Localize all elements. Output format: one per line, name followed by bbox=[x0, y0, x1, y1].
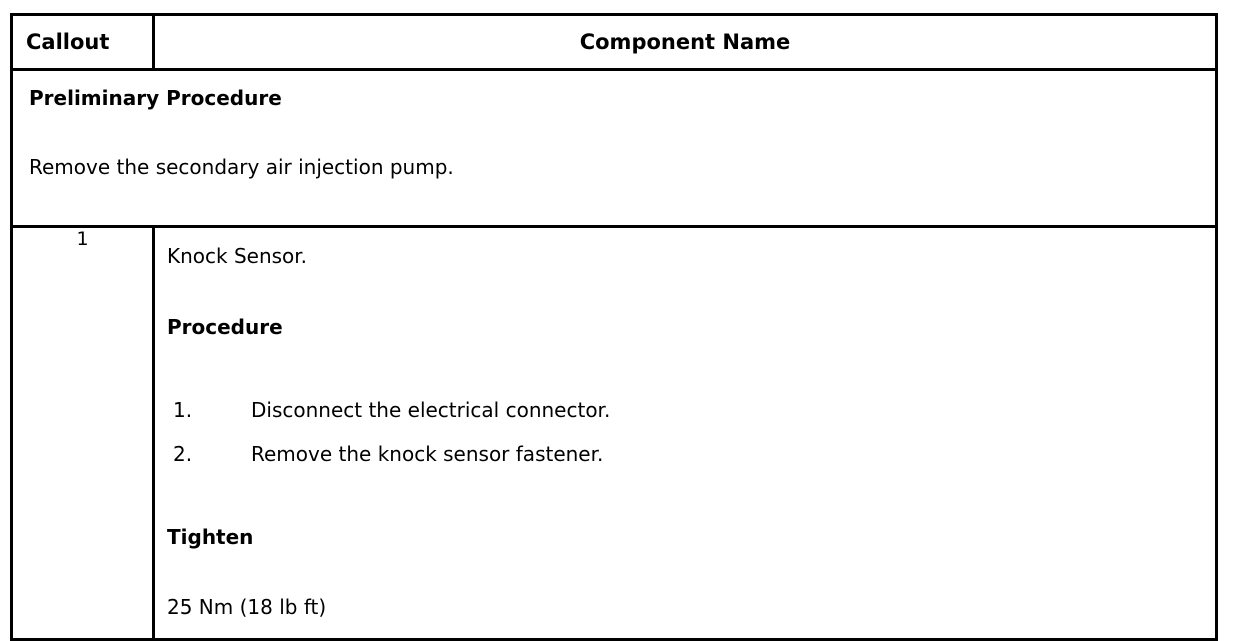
callout-number: 1 bbox=[10, 225, 155, 641]
torque-specification: 25 Nm (18 lb ft) bbox=[167, 595, 327, 619]
preliminary-procedure-title: Preliminary Procedure bbox=[29, 86, 282, 110]
preliminary-procedure-cell: Preliminary Procedure Remove the seconda… bbox=[10, 68, 1218, 228]
list-item: 2. Remove the knock sensor fastener. bbox=[167, 432, 1199, 476]
list-item: 1. Disconnect the electrical connector. bbox=[167, 388, 1199, 432]
table-header-row: Callout Component Name bbox=[10, 13, 1218, 71]
table-row: 1 Knock Sensor. Procedure 1. Disconnect … bbox=[10, 225, 1218, 641]
service-procedure-page: Callout Component Name Preliminary Proce… bbox=[10, 13, 1218, 641]
component-procedure-table: Callout Component Name Preliminary Proce… bbox=[10, 13, 1218, 641]
step-number: 1. bbox=[173, 398, 193, 422]
preliminary-procedure-row: Preliminary Procedure Remove the seconda… bbox=[10, 68, 1218, 228]
step-text: Disconnect the electrical connector. bbox=[251, 398, 611, 422]
step-text: Remove the knock sensor fastener. bbox=[251, 442, 604, 466]
procedure-heading: Procedure bbox=[167, 315, 283, 339]
component-detail-cell: Knock Sensor. Procedure 1. Disconnect th… bbox=[152, 225, 1218, 641]
column-header-component-name: Component Name bbox=[152, 13, 1218, 71]
tighten-heading: Tighten bbox=[167, 525, 254, 549]
step-number: 2. bbox=[173, 442, 193, 466]
component-name-text: Knock Sensor. bbox=[167, 244, 308, 268]
column-header-callout: Callout bbox=[10, 13, 155, 71]
procedure-step-list: 1. Disconnect the electrical connector. … bbox=[167, 340, 1199, 476]
preliminary-procedure-text: Remove the secondary air injection pump. bbox=[29, 155, 454, 179]
